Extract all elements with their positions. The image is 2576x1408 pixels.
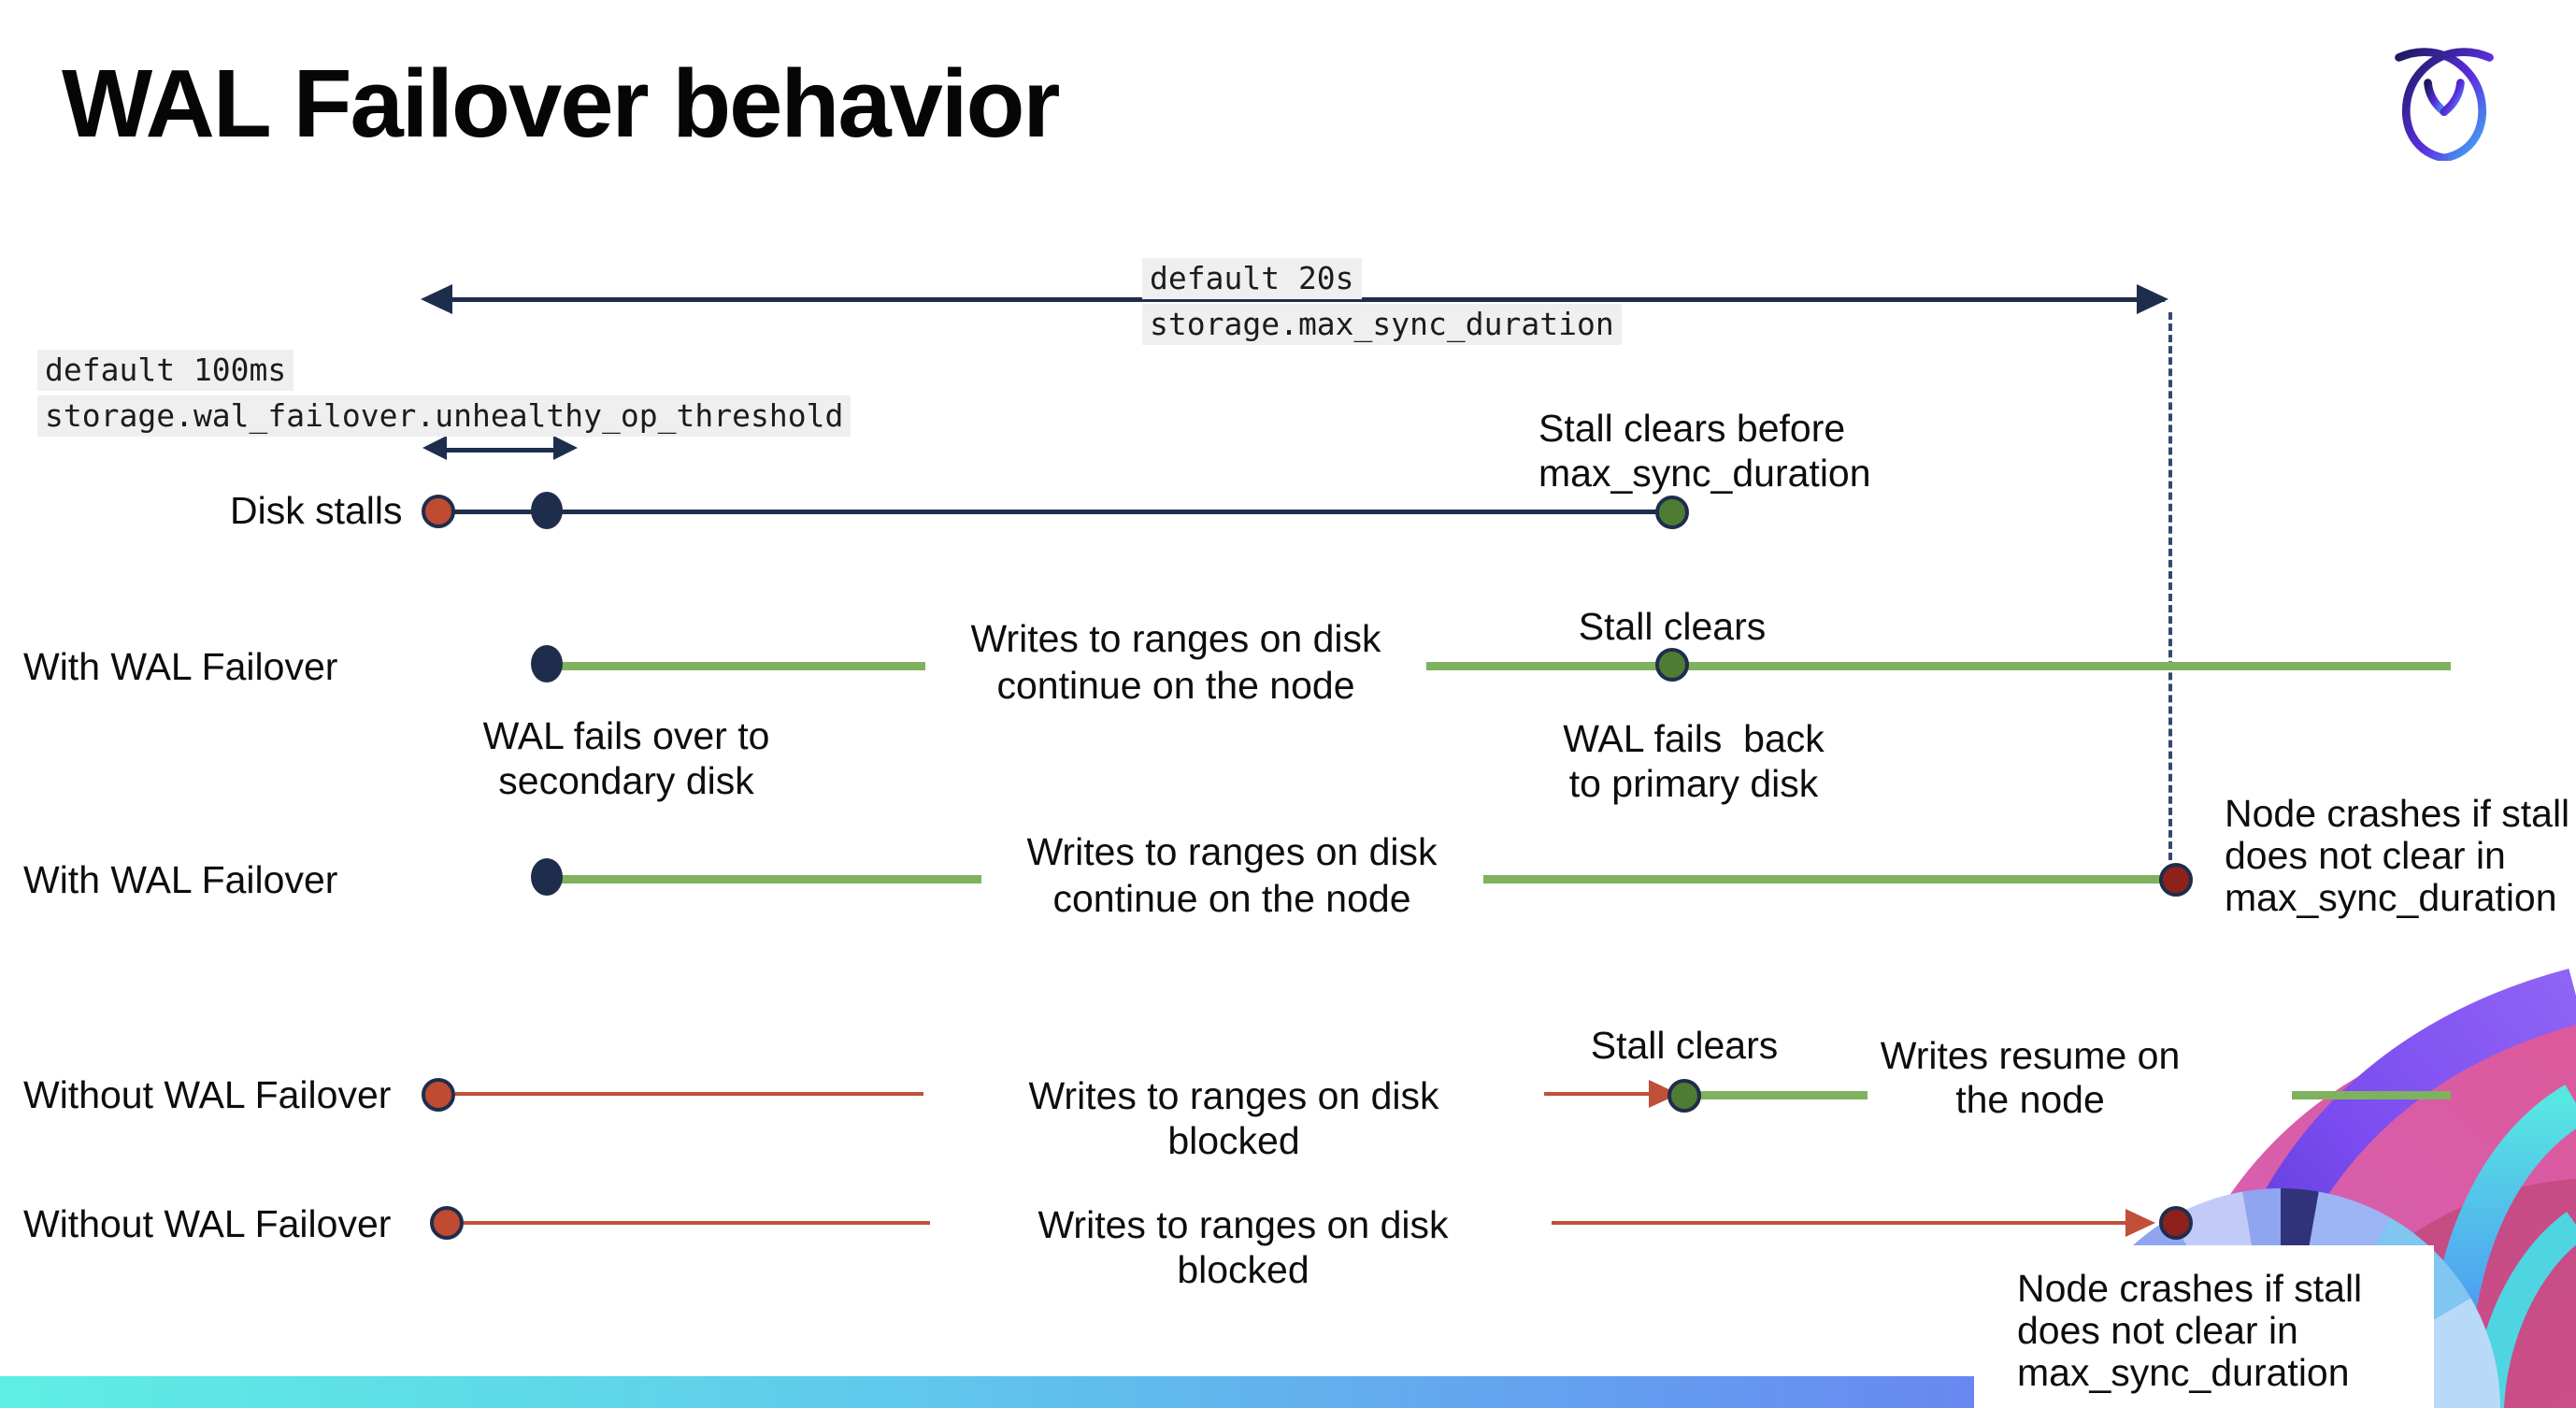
annotation-writes-blocked-2: Writes to ranges on disk blocked (1038, 1203, 1470, 1291)
blocked-writes-line (1552, 1221, 2125, 1225)
arrowhead-left-icon (421, 284, 452, 314)
cockroachdb-logo-icon (2395, 48, 2494, 161)
dot-stall-clears-early (1655, 496, 1689, 529)
dot-node-crash-1 (2159, 863, 2193, 897)
annotation-writes-resume: Writes resume on the node (1880, 1034, 2181, 1121)
node-crash-callout: Node crashes if stall does not clear in … (1974, 1245, 2434, 1408)
annotation-stall-clears-2: Stall clears (1590, 1024, 1779, 1067)
blocked-writes-line (1544, 1092, 1653, 1096)
row-label-disk-stalls: Disk stalls (230, 489, 403, 532)
threshold-span-line (443, 448, 553, 453)
page-title: WAL Failover behavior (62, 50, 1061, 157)
annotation-wal-fails-over: WAL fails over to secondary disk (482, 714, 770, 802)
annotation-writes-continue-2: Writes to ranges on disk continue on the… (1026, 830, 1438, 920)
dot-failover-start-2 (531, 858, 563, 896)
dot-stall-start-1 (422, 1078, 455, 1112)
dot-failover-start-1 (531, 645, 563, 682)
healthy-writes-line (561, 662, 925, 670)
threshold-default-value: default 100ms (37, 350, 294, 391)
max-sync-duration-span-line (441, 297, 2165, 302)
annotation-stall-clears-before: Stall clears before max_sync_duration (1538, 407, 1871, 495)
disk-stall-timeline (438, 510, 1672, 514)
dot-disk-stall-start (422, 495, 455, 528)
healthy-writes-line (561, 875, 981, 884)
max-sync-setting-name: storage.max_sync_duration (1142, 304, 1622, 345)
dot-stall-start-2 (430, 1206, 464, 1240)
arrowhead-right-small-icon (553, 436, 578, 460)
dot-node-crash-2 (2159, 1206, 2193, 1240)
red-arrowhead-icon (2125, 1209, 2155, 1237)
row-label-with-wal-failover-1: With WAL Failover (23, 645, 338, 688)
annotation-node-crashes-1: Node crashes if stall does not clear in … (2225, 792, 2570, 919)
max-sync-default-value: default 20s (1142, 258, 1362, 299)
annotation-writes-blocked-1: Writes to ranges on disk blocked (1028, 1074, 1461, 1162)
dot-stall-clears-2 (1667, 1079, 1701, 1113)
arrowhead-right-icon (2137, 284, 2168, 314)
dot-stall-clears-1 (1655, 648, 1689, 682)
threshold-setting-name: storage.wal_failover.unhealthy_op_thresh… (37, 395, 852, 437)
annotation-wal-fails-back: WAL fails back to primary disk (1563, 717, 1825, 805)
blocked-writes-line (455, 1092, 923, 1096)
resumed-writes-line (1699, 1091, 1868, 1099)
max-sync-duration-label: default 20s storage.max_sync_duration (1142, 258, 1622, 345)
row-label-without-wal-failover-1: Without WAL Failover (23, 1073, 392, 1116)
arrowhead-left-small-icon (422, 436, 447, 460)
dot-threshold-reached (531, 492, 563, 529)
row-label-without-wal-failover-2: Without WAL Failover (23, 1202, 392, 1245)
unhealthy-op-threshold-label: default 100ms storage.wal_failover.unhea… (37, 350, 852, 437)
resumed-writes-line (2292, 1091, 2451, 1099)
blocked-writes-line (464, 1221, 930, 1225)
annotation-writes-continue-1: Writes to ranges on disk continue on the… (970, 617, 1381, 707)
row-label-with-wal-failover-2: With WAL Failover (23, 858, 338, 901)
annotation-node-crashes-2: Node crashes if stall does not clear in … (2017, 1267, 2363, 1394)
healthy-writes-line (1426, 662, 2451, 670)
max-sync-deadline-dashed-line (2168, 312, 2172, 860)
annotation-stall-clears-1: Stall clears (1578, 605, 1767, 648)
healthy-writes-line (1483, 875, 2163, 884)
